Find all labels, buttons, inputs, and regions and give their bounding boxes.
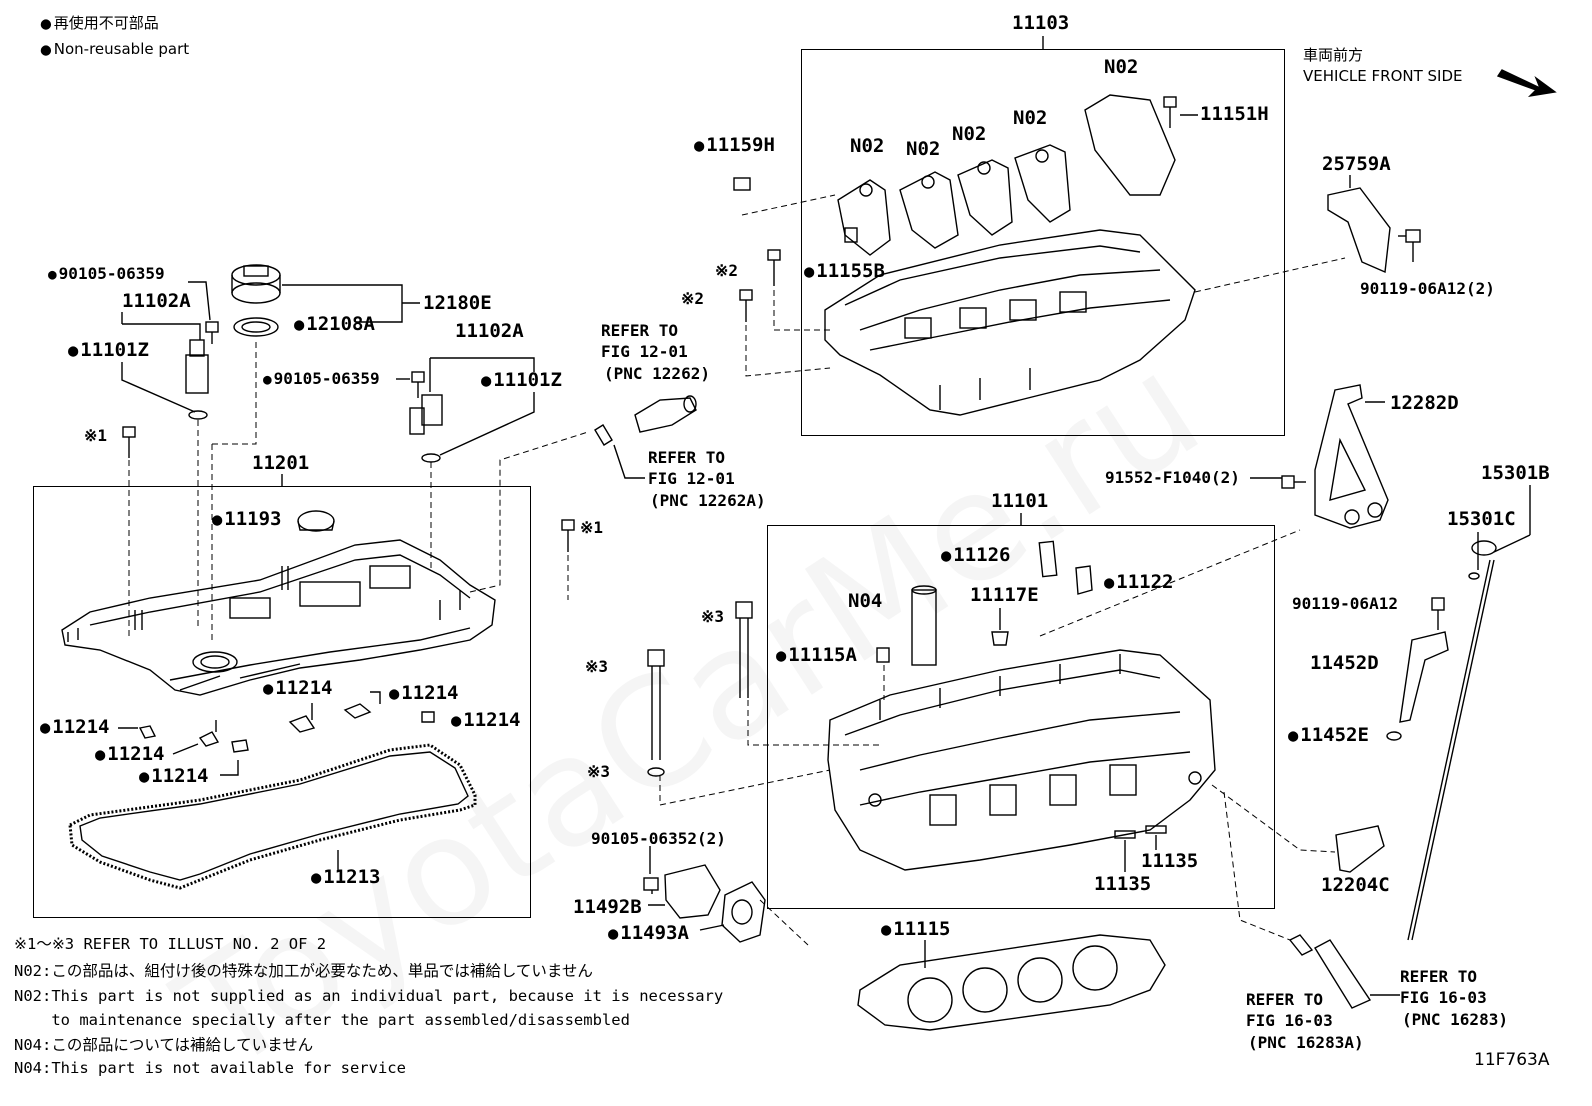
head-gasket bbox=[857, 934, 1166, 1031]
cylinder-head-group-box bbox=[767, 525, 1275, 909]
part-label-12108a[interactable]: 12108A bbox=[294, 315, 375, 334]
part-label-15301c[interactable]: 15301C bbox=[1447, 508, 1516, 530]
ref-mark-2-b: ※2 bbox=[681, 289, 705, 308]
refer-fig-16-03a-fig[interactable]: FIG 16-03 bbox=[1246, 1011, 1333, 1030]
note-label-n02-d: N02 bbox=[1013, 107, 1048, 129]
refer-fig-16-03-title[interactable]: REFER TO bbox=[1400, 967, 1478, 986]
footnote-n02-jp: N02:この部品は、組付け後の特殊な加工が必要なため、単品では補給していません bbox=[14, 962, 593, 980]
footnote-ref-illust: ※1～※3 REFER TO ILLUST NO. 2 OF 2 bbox=[14, 935, 327, 953]
part-label-11115[interactable]: 11115 bbox=[881, 920, 950, 939]
part-label-11102a-left[interactable]: 11102A bbox=[122, 290, 191, 312]
part-label-11135-b[interactable]: 11135 bbox=[1094, 873, 1152, 895]
ref-mark-3-b: ※3 bbox=[585, 657, 609, 676]
note-label-n02-a: N02 bbox=[850, 135, 885, 157]
box-title-cylinder-head: 11101 bbox=[991, 490, 1049, 512]
head-cover-gasket bbox=[68, 743, 477, 890]
footnote-n02-en-1: N02:This part is not supplied as an indi… bbox=[14, 987, 724, 1005]
part-label-11452e[interactable]: 11452E bbox=[1288, 726, 1369, 745]
refer-fig-16-03-fig[interactable]: FIG 16-03 bbox=[1400, 988, 1487, 1007]
box-title-camshaft-housing: 11103 bbox=[1012, 12, 1070, 34]
footnote-n02-en-2: to maintenance specially after the part … bbox=[14, 1011, 630, 1029]
head-cover-group-box bbox=[33, 486, 531, 918]
part-label-11493a[interactable]: 11493A bbox=[608, 924, 689, 943]
head-cover-outline bbox=[61, 539, 496, 696]
legend-en: Non-reusable part bbox=[40, 42, 189, 58]
refer-fig-12-01-fig[interactable]: FIG 12-01 bbox=[601, 342, 688, 361]
part-label-11101z-left[interactable]: 11101Z bbox=[68, 341, 149, 360]
part-label-90105-06352-2[interactable]: 90105-06352(2) bbox=[591, 829, 726, 848]
part-label-90105-06359-left[interactable]: 90105-06359 bbox=[48, 266, 165, 282]
part-label-11214-d[interactable]: 11214 bbox=[451, 711, 520, 730]
part-label-11214-c[interactable]: 11214 bbox=[40, 718, 109, 737]
part-label-11151h[interactable]: 11151H bbox=[1200, 103, 1269, 125]
vehicle-front-jp: 車両前方 bbox=[1303, 46, 1364, 64]
refer-fig-12-01-title[interactable]: REFER TO bbox=[601, 321, 679, 340]
part-label-11214-e[interactable]: 11214 bbox=[95, 745, 164, 764]
part-label-90119-06a12-2[interactable]: 90119-06A12(2) bbox=[1360, 279, 1495, 298]
cylinder-head-outline bbox=[827, 649, 1216, 871]
part-label-11193[interactable]: 11193 bbox=[212, 510, 281, 529]
note-label-n02-b: N02 bbox=[906, 138, 941, 160]
refer-fig-12-01a-title[interactable]: REFER TO bbox=[648, 448, 726, 467]
vehicle-front-en: VEHICLE FRONT SIDE bbox=[1303, 67, 1463, 85]
refer-fig-16-03a-title[interactable]: REFER TO bbox=[1246, 990, 1324, 1009]
ref-mark-1-right: ※1 bbox=[580, 518, 604, 537]
ref-mark-3-c: ※3 bbox=[587, 762, 611, 781]
note-label-n04: N04 bbox=[848, 590, 883, 612]
ref-mark-2-a: ※2 bbox=[715, 261, 739, 280]
ref-mark-1-left: ※1 bbox=[84, 426, 108, 445]
footnote-n04-jp: N04:この部品については補給していません bbox=[14, 1036, 314, 1054]
part-label-11452d[interactable]: 11452D bbox=[1310, 652, 1379, 674]
part-label-11214-b[interactable]: 11214 bbox=[389, 684, 458, 703]
part-label-12282d[interactable]: 12282D bbox=[1390, 392, 1459, 414]
refer-fig-16-03-pnc: (PNC 16283) bbox=[1402, 1010, 1508, 1029]
refer-fig-12-01-pnc: (PNC 12262) bbox=[604, 364, 710, 383]
part-label-91552-f1040-2[interactable]: 91552-F1040(2) bbox=[1105, 468, 1240, 487]
part-label-25759a[interactable]: 25759A bbox=[1322, 153, 1391, 175]
part-label-11155b[interactable]: 11155B bbox=[804, 262, 885, 281]
refer-fig-12-01a-fig[interactable]: FIG 12-01 bbox=[648, 469, 735, 488]
refer-fig-16-03a-pnc: (PNC 16283A) bbox=[1248, 1033, 1364, 1052]
camshaft-housing-outline bbox=[824, 229, 1196, 416]
note-label-n02-e: N02 bbox=[1104, 56, 1139, 78]
part-label-11126[interactable]: 11126 bbox=[941, 546, 1010, 565]
ref-mark-3-a: ※3 bbox=[701, 607, 725, 626]
part-label-11102a-right[interactable]: 11102A bbox=[455, 320, 524, 342]
camshaft-housing-group-box bbox=[801, 49, 1285, 436]
part-label-11122[interactable]: 11122 bbox=[1104, 573, 1173, 592]
figure-code: 11F763A bbox=[1474, 1050, 1550, 1070]
part-label-12204c[interactable]: 12204C bbox=[1321, 874, 1390, 896]
part-label-90119-06a12[interactable]: 90119-06A12 bbox=[1292, 594, 1398, 613]
legend-jp: 再使用不可部品 bbox=[40, 16, 159, 32]
part-label-11117e[interactable]: 11117E bbox=[970, 584, 1039, 606]
part-label-11135-a[interactable]: 11135 bbox=[1141, 850, 1199, 872]
part-label-11101z-right[interactable]: 11101Z bbox=[481, 371, 562, 390]
part-label-11159h[interactable]: 11159H bbox=[694, 136, 775, 155]
refer-fig-12-01a-pnc: (PNC 12262A) bbox=[650, 491, 766, 510]
part-label-11115a[interactable]: 11115A bbox=[776, 646, 857, 665]
footnote-n04-en: N04:This part is not available for servi… bbox=[14, 1059, 406, 1077]
part-label-90105-06359-right[interactable]: 90105-06359 bbox=[263, 371, 380, 387]
part-label-11213[interactable]: 11213 bbox=[311, 868, 380, 887]
note-label-n02-c: N02 bbox=[952, 123, 987, 145]
part-label-15301b[interactable]: 15301B bbox=[1481, 462, 1550, 484]
part-label-11214-f[interactable]: 11214 bbox=[139, 767, 208, 786]
part-label-11492b[interactable]: 11492B bbox=[573, 896, 642, 918]
part-label-11214-a[interactable]: 11214 bbox=[263, 679, 332, 698]
part-label-12180e[interactable]: 12180E bbox=[423, 292, 492, 314]
box-title-head-cover: 11201 bbox=[252, 452, 310, 474]
front-arrow-icon bbox=[1496, 69, 1557, 98]
